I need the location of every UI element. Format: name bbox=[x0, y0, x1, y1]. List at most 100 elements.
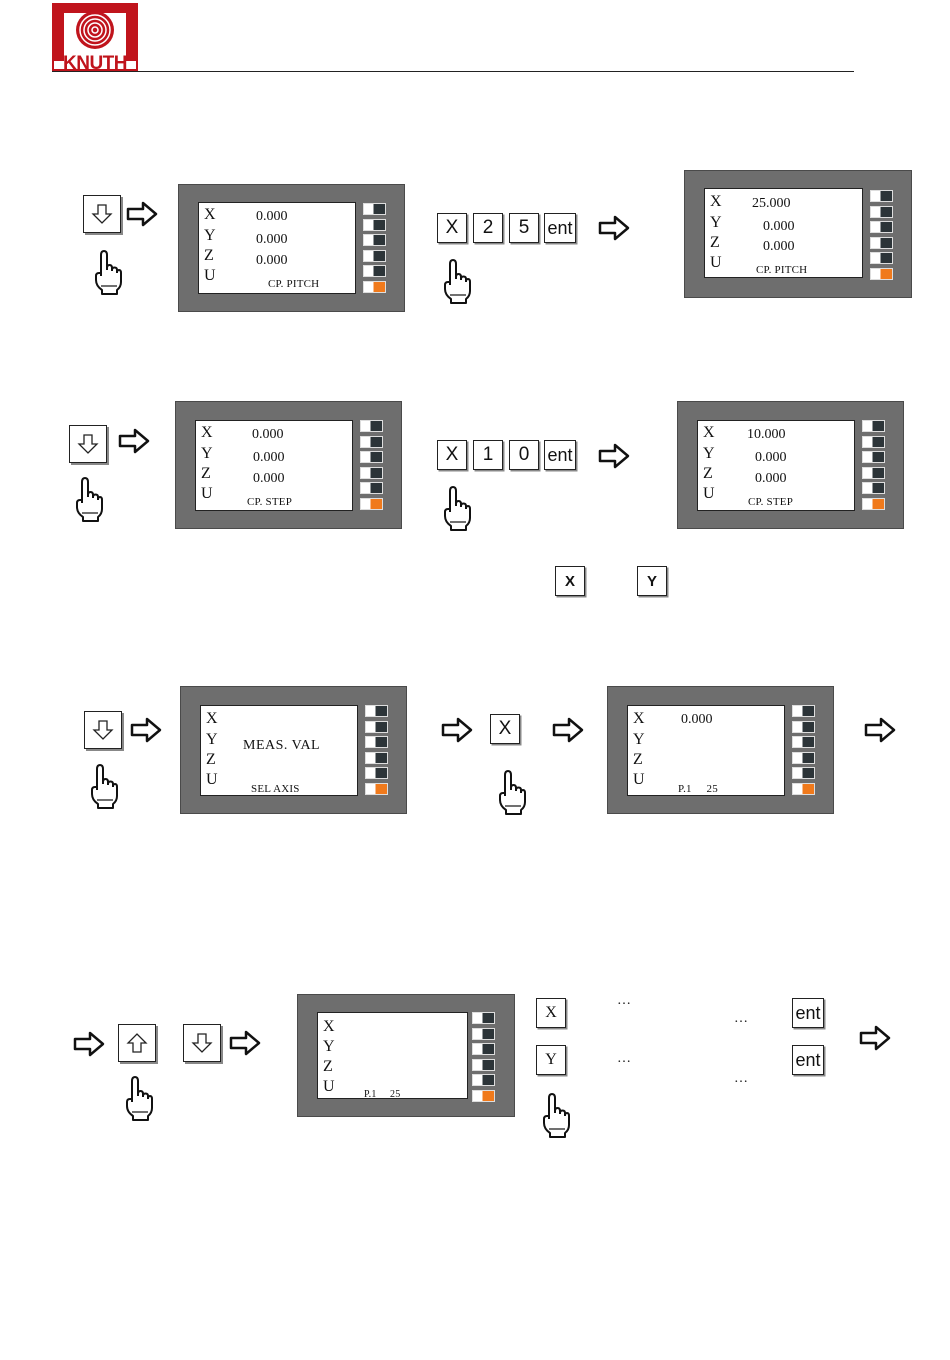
right-arrow-icon bbox=[597, 442, 631, 470]
lamp-icon bbox=[360, 498, 383, 510]
dro-screen: X Y Z U 25.000 0.000 0.000 CP. PITCH bbox=[704, 188, 863, 278]
dro-screen: X Y Z U 10.000 0.000 0.000 CP. STEP bbox=[697, 420, 855, 511]
lamp-icon bbox=[365, 752, 388, 764]
header-rule bbox=[52, 71, 854, 72]
right-arrow-icon bbox=[440, 716, 474, 744]
lamp-icon bbox=[363, 265, 386, 277]
down-arrow-key[interactable] bbox=[84, 711, 122, 749]
lamp-column bbox=[792, 705, 817, 798]
key-x[interactable]: X bbox=[555, 566, 585, 596]
key-ent[interactable]: ent bbox=[792, 1045, 824, 1075]
status-message: P.1 25 bbox=[364, 1089, 400, 1100]
lamp-icon bbox=[792, 705, 815, 717]
lamp-icon bbox=[792, 721, 815, 733]
up-arrow-key[interactable] bbox=[118, 1024, 156, 1062]
key-x[interactable]: X bbox=[437, 213, 467, 243]
pointing-hand-icon bbox=[497, 770, 527, 816]
right-arrow-icon bbox=[858, 1024, 892, 1052]
dro-screen: X Y Z U 0.000 P.1 25 bbox=[627, 705, 785, 796]
key-x[interactable]: X bbox=[490, 714, 520, 744]
axis-label-y: Y bbox=[201, 446, 213, 462]
right-arrow-icon bbox=[129, 716, 163, 744]
dro-panel-point-1-empty: X Y Z U P.1 25 bbox=[297, 994, 515, 1117]
pointing-hand-icon bbox=[541, 1093, 571, 1139]
axis-label-x: X bbox=[633, 711, 645, 727]
key-ent[interactable]: ent bbox=[792, 998, 824, 1028]
down-arrow-key-icon bbox=[91, 718, 115, 742]
key-0[interactable]: 0 bbox=[509, 440, 539, 470]
down-arrow-key[interactable] bbox=[183, 1024, 221, 1062]
brand-name: KNUTH bbox=[63, 53, 127, 71]
axis-label-z: Z bbox=[710, 235, 720, 251]
lamp-icon bbox=[472, 1012, 495, 1024]
axis-label-x: X bbox=[206, 711, 218, 727]
lamp-icon bbox=[360, 482, 383, 494]
axis-label-x: X bbox=[323, 1019, 335, 1035]
key-x[interactable]: X bbox=[536, 998, 566, 1028]
lamp-icon bbox=[862, 467, 885, 479]
right-arrow-icon bbox=[863, 716, 897, 744]
pointing-hand-icon bbox=[124, 1076, 154, 1122]
lamp-icon bbox=[472, 1043, 495, 1055]
lamp-icon bbox=[862, 498, 885, 510]
axis-label-u: U bbox=[703, 486, 715, 502]
key-ent[interactable]: ent bbox=[544, 213, 576, 243]
lamp-icon bbox=[365, 783, 388, 795]
down-arrow-key-icon bbox=[90, 202, 114, 226]
lamp-column bbox=[363, 203, 388, 296]
key-ent[interactable]: ent bbox=[544, 440, 576, 470]
axis-label-y: Y bbox=[206, 732, 218, 748]
lamp-column bbox=[365, 705, 390, 798]
lamp-icon bbox=[365, 705, 388, 717]
y-value: 0.000 bbox=[256, 233, 288, 247]
pointing-hand-icon bbox=[442, 486, 472, 532]
down-arrow-key[interactable] bbox=[83, 195, 121, 233]
key-y[interactable]: Y bbox=[637, 566, 667, 596]
dro-panel-step-before: X Y Z U 0.000 0.000 0.000 CP. STEP bbox=[175, 401, 402, 529]
axis-label-x: X bbox=[201, 425, 213, 441]
axis-label-u: U bbox=[206, 772, 218, 788]
key-5[interactable]: 5 bbox=[509, 213, 539, 243]
lamp-icon bbox=[365, 736, 388, 748]
z-value: 0.000 bbox=[253, 472, 285, 486]
status-message: CP. PITCH bbox=[756, 265, 807, 276]
axis-label-z: Z bbox=[323, 1059, 333, 1075]
dro-panel-pitch-before: X Y Z U 0.000 0.000 0.000 CP. PITCH bbox=[178, 184, 405, 312]
dro-screen: X Y Z U 0.000 0.000 0.000 CP. PITCH bbox=[198, 202, 356, 294]
lamp-icon bbox=[363, 219, 386, 231]
lamp-icon bbox=[870, 237, 893, 249]
ellipsis: … bbox=[734, 1071, 749, 1087]
x-value: 0.000 bbox=[252, 428, 284, 442]
key-1[interactable]: 1 bbox=[473, 440, 503, 470]
key-x[interactable]: X bbox=[437, 440, 467, 470]
lamp-icon bbox=[792, 752, 815, 764]
down-arrow-key-icon bbox=[190, 1031, 214, 1055]
right-arrow-icon bbox=[72, 1030, 106, 1058]
y-value: 0.000 bbox=[253, 451, 285, 465]
lamp-icon bbox=[792, 767, 815, 779]
lamp-icon bbox=[472, 1028, 495, 1040]
ellipsis: … bbox=[617, 1051, 632, 1067]
axis-label-y: Y bbox=[633, 732, 645, 748]
up-arrow-key-icon bbox=[125, 1031, 149, 1055]
lamp-icon bbox=[870, 206, 893, 218]
down-arrow-key[interactable] bbox=[69, 425, 107, 463]
axis-label-z: Z bbox=[633, 752, 643, 768]
lamp-icon bbox=[360, 451, 383, 463]
lamp-icon bbox=[472, 1090, 495, 1102]
y-value: 0.000 bbox=[755, 451, 787, 465]
right-arrow-icon bbox=[228, 1029, 262, 1057]
axis-label-y: Y bbox=[323, 1039, 335, 1055]
y-value: 0.000 bbox=[763, 220, 795, 234]
lamp-icon bbox=[360, 467, 383, 479]
x-value: 0.000 bbox=[256, 210, 288, 224]
lamp-icon bbox=[792, 736, 815, 748]
lamp-column bbox=[472, 1012, 497, 1105]
axis-label-u: U bbox=[633, 772, 645, 788]
axis-label-y: Y bbox=[710, 215, 722, 231]
key-y[interactable]: Y bbox=[536, 1045, 566, 1075]
axis-label-u: U bbox=[710, 255, 722, 271]
key-2[interactable]: 2 bbox=[473, 213, 503, 243]
status-message: CP. STEP bbox=[748, 497, 793, 508]
x-value: 0.000 bbox=[681, 713, 713, 727]
